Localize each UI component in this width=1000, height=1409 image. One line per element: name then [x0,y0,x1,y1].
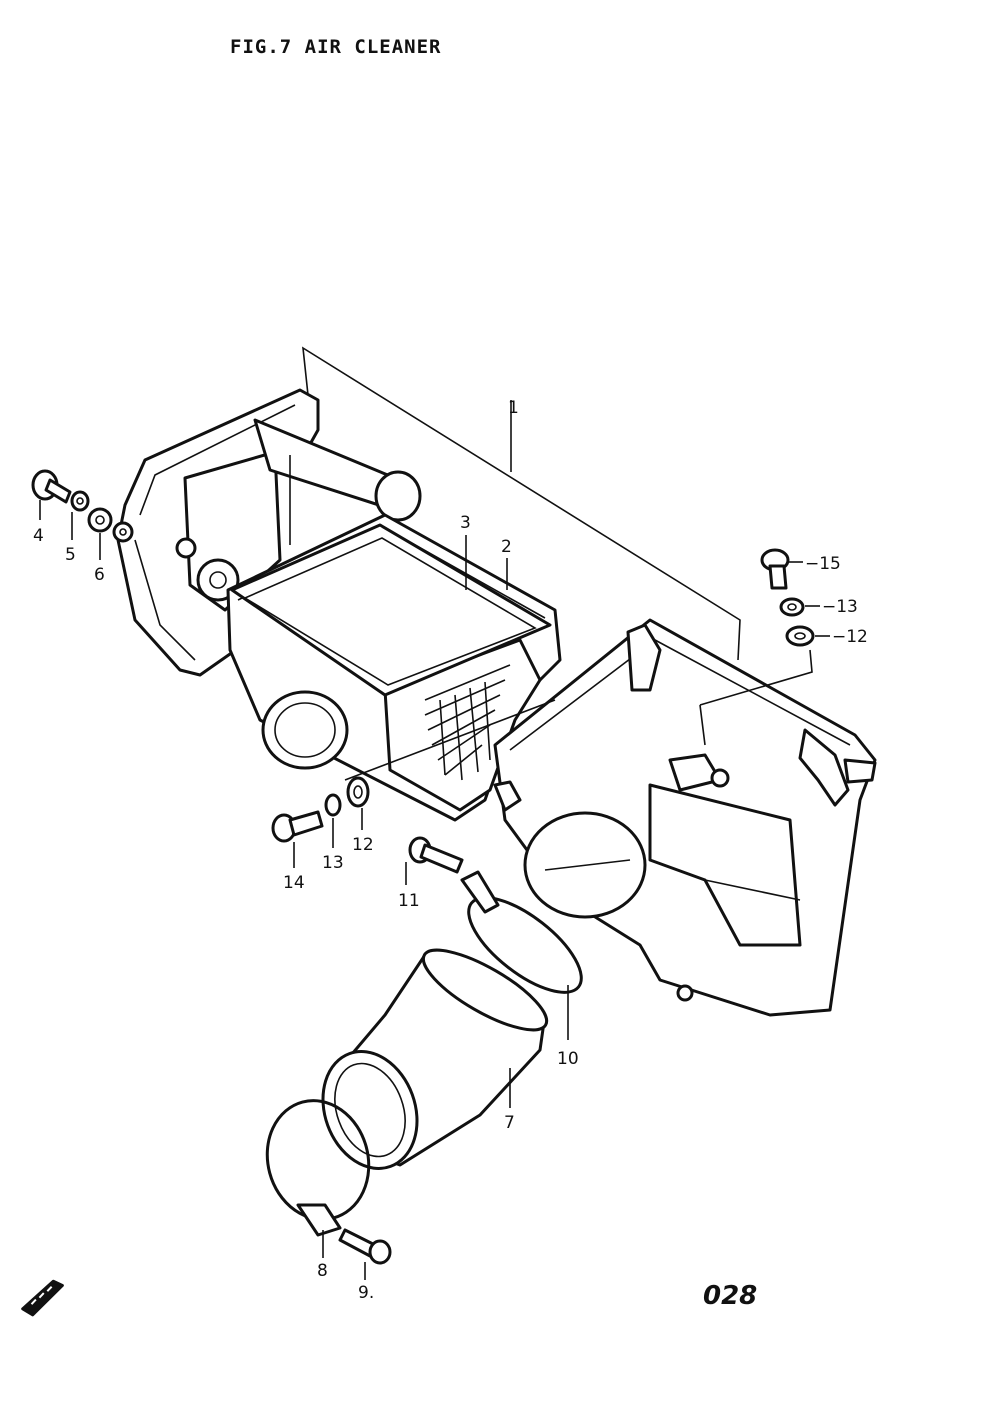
callout-10: 10 [557,1049,579,1069]
clamp-part-10 [460,870,583,994]
callout-7: 7 [504,1113,515,1133]
screw-part-11 [408,836,464,874]
callout-labels: 1 2 3 4 5 6 7 8 9. 10 11 12 −12 13 −13 1… [33,398,868,1303]
clamp-part-8 [265,1099,371,1237]
leader-lines [39,500,830,1280]
page-number: 028 [703,1281,758,1311]
callout-2: 2 [501,537,512,557]
filter-element-part-3 [230,523,552,697]
washer-part-5 [70,490,90,512]
callout-1: 1 [508,398,519,418]
washer-part-6 [87,507,113,533]
callout-4: 4 [33,526,44,546]
screw-part-9 [338,1228,392,1265]
housing-side-window [648,783,802,947]
screw-part-4 [31,469,72,504]
callout-13-right: −13 [822,597,858,617]
washer-part-12-left [346,776,370,808]
callout-11: 11 [398,891,420,911]
screw-part-14 [271,810,324,843]
callout-12-left: 12 [352,835,374,855]
upper-intake-pipe [253,418,422,545]
cover-nut [175,537,197,559]
assembly-bracket-1 [302,346,741,661]
callout-15: −15 [805,554,841,574]
housing-tab [626,623,662,692]
callout-5: 5 [65,545,76,565]
callout-8: 8 [317,1261,328,1281]
cover-mount-hole [112,521,134,543]
screw-part-15 [760,548,790,590]
washer-part-13-right [779,597,805,617]
callout-6: 6 [94,565,105,585]
callout-3: 3 [460,513,471,533]
connecting-tube-part-7 [321,948,549,1170]
figure-title: FIG.7 AIR CLEANER [230,36,442,58]
callout-13-left: 13 [322,853,344,873]
callout-12-right: −12 [832,627,868,647]
pipe-end-opening [374,470,422,522]
callout-9: 9. [358,1283,374,1303]
main-housing [493,618,877,1017]
callout-14: 14 [283,873,305,893]
washer-part-13-left [324,793,342,817]
washer-part-12-right [785,625,815,647]
suzuki-logo [21,1279,64,1317]
